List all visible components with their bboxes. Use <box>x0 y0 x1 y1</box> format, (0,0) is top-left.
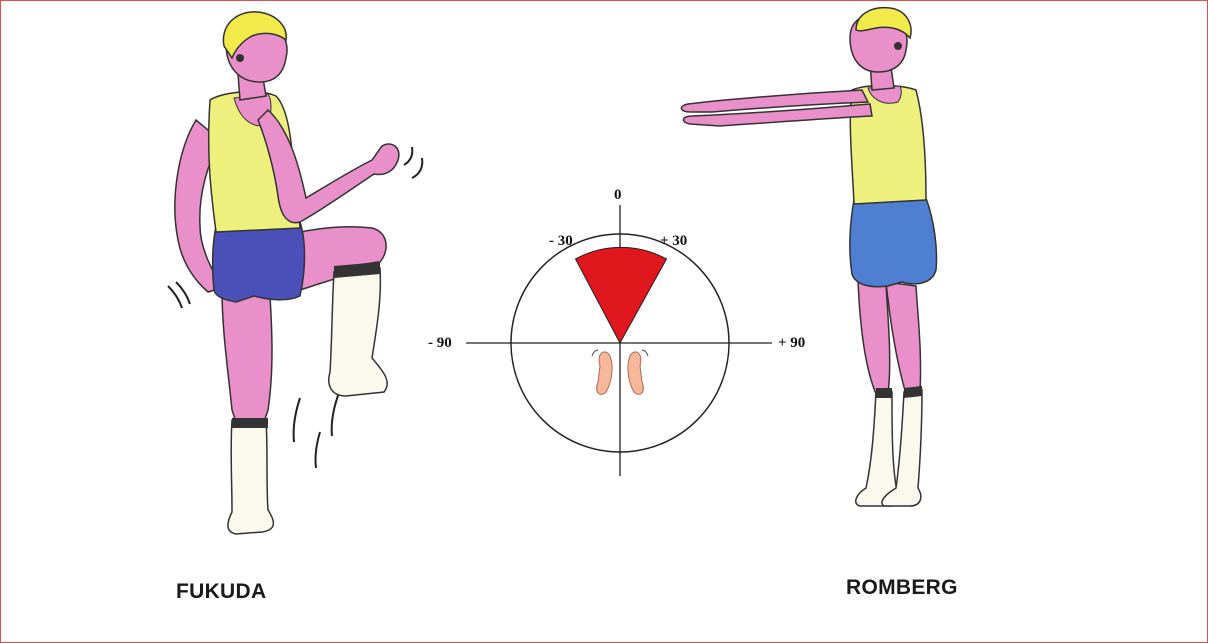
deviation-sector <box>576 247 667 343</box>
label-plus-30: + 30 <box>660 233 687 249</box>
fukuda-figure <box>168 12 422 534</box>
label-minus-30: - 30 <box>549 233 573 249</box>
label-minus-90: - 90 <box>428 335 452 351</box>
label-fukuda: FUKUDA <box>176 580 266 604</box>
label-zero: 0 <box>614 187 622 203</box>
label-romberg: ROMBERG <box>846 576 958 600</box>
rotation-dial: 0 - 30 + 30 - 90 + 90 <box>428 187 805 476</box>
romberg-figure <box>681 8 936 506</box>
label-plus-90: + 90 <box>778 335 805 351</box>
